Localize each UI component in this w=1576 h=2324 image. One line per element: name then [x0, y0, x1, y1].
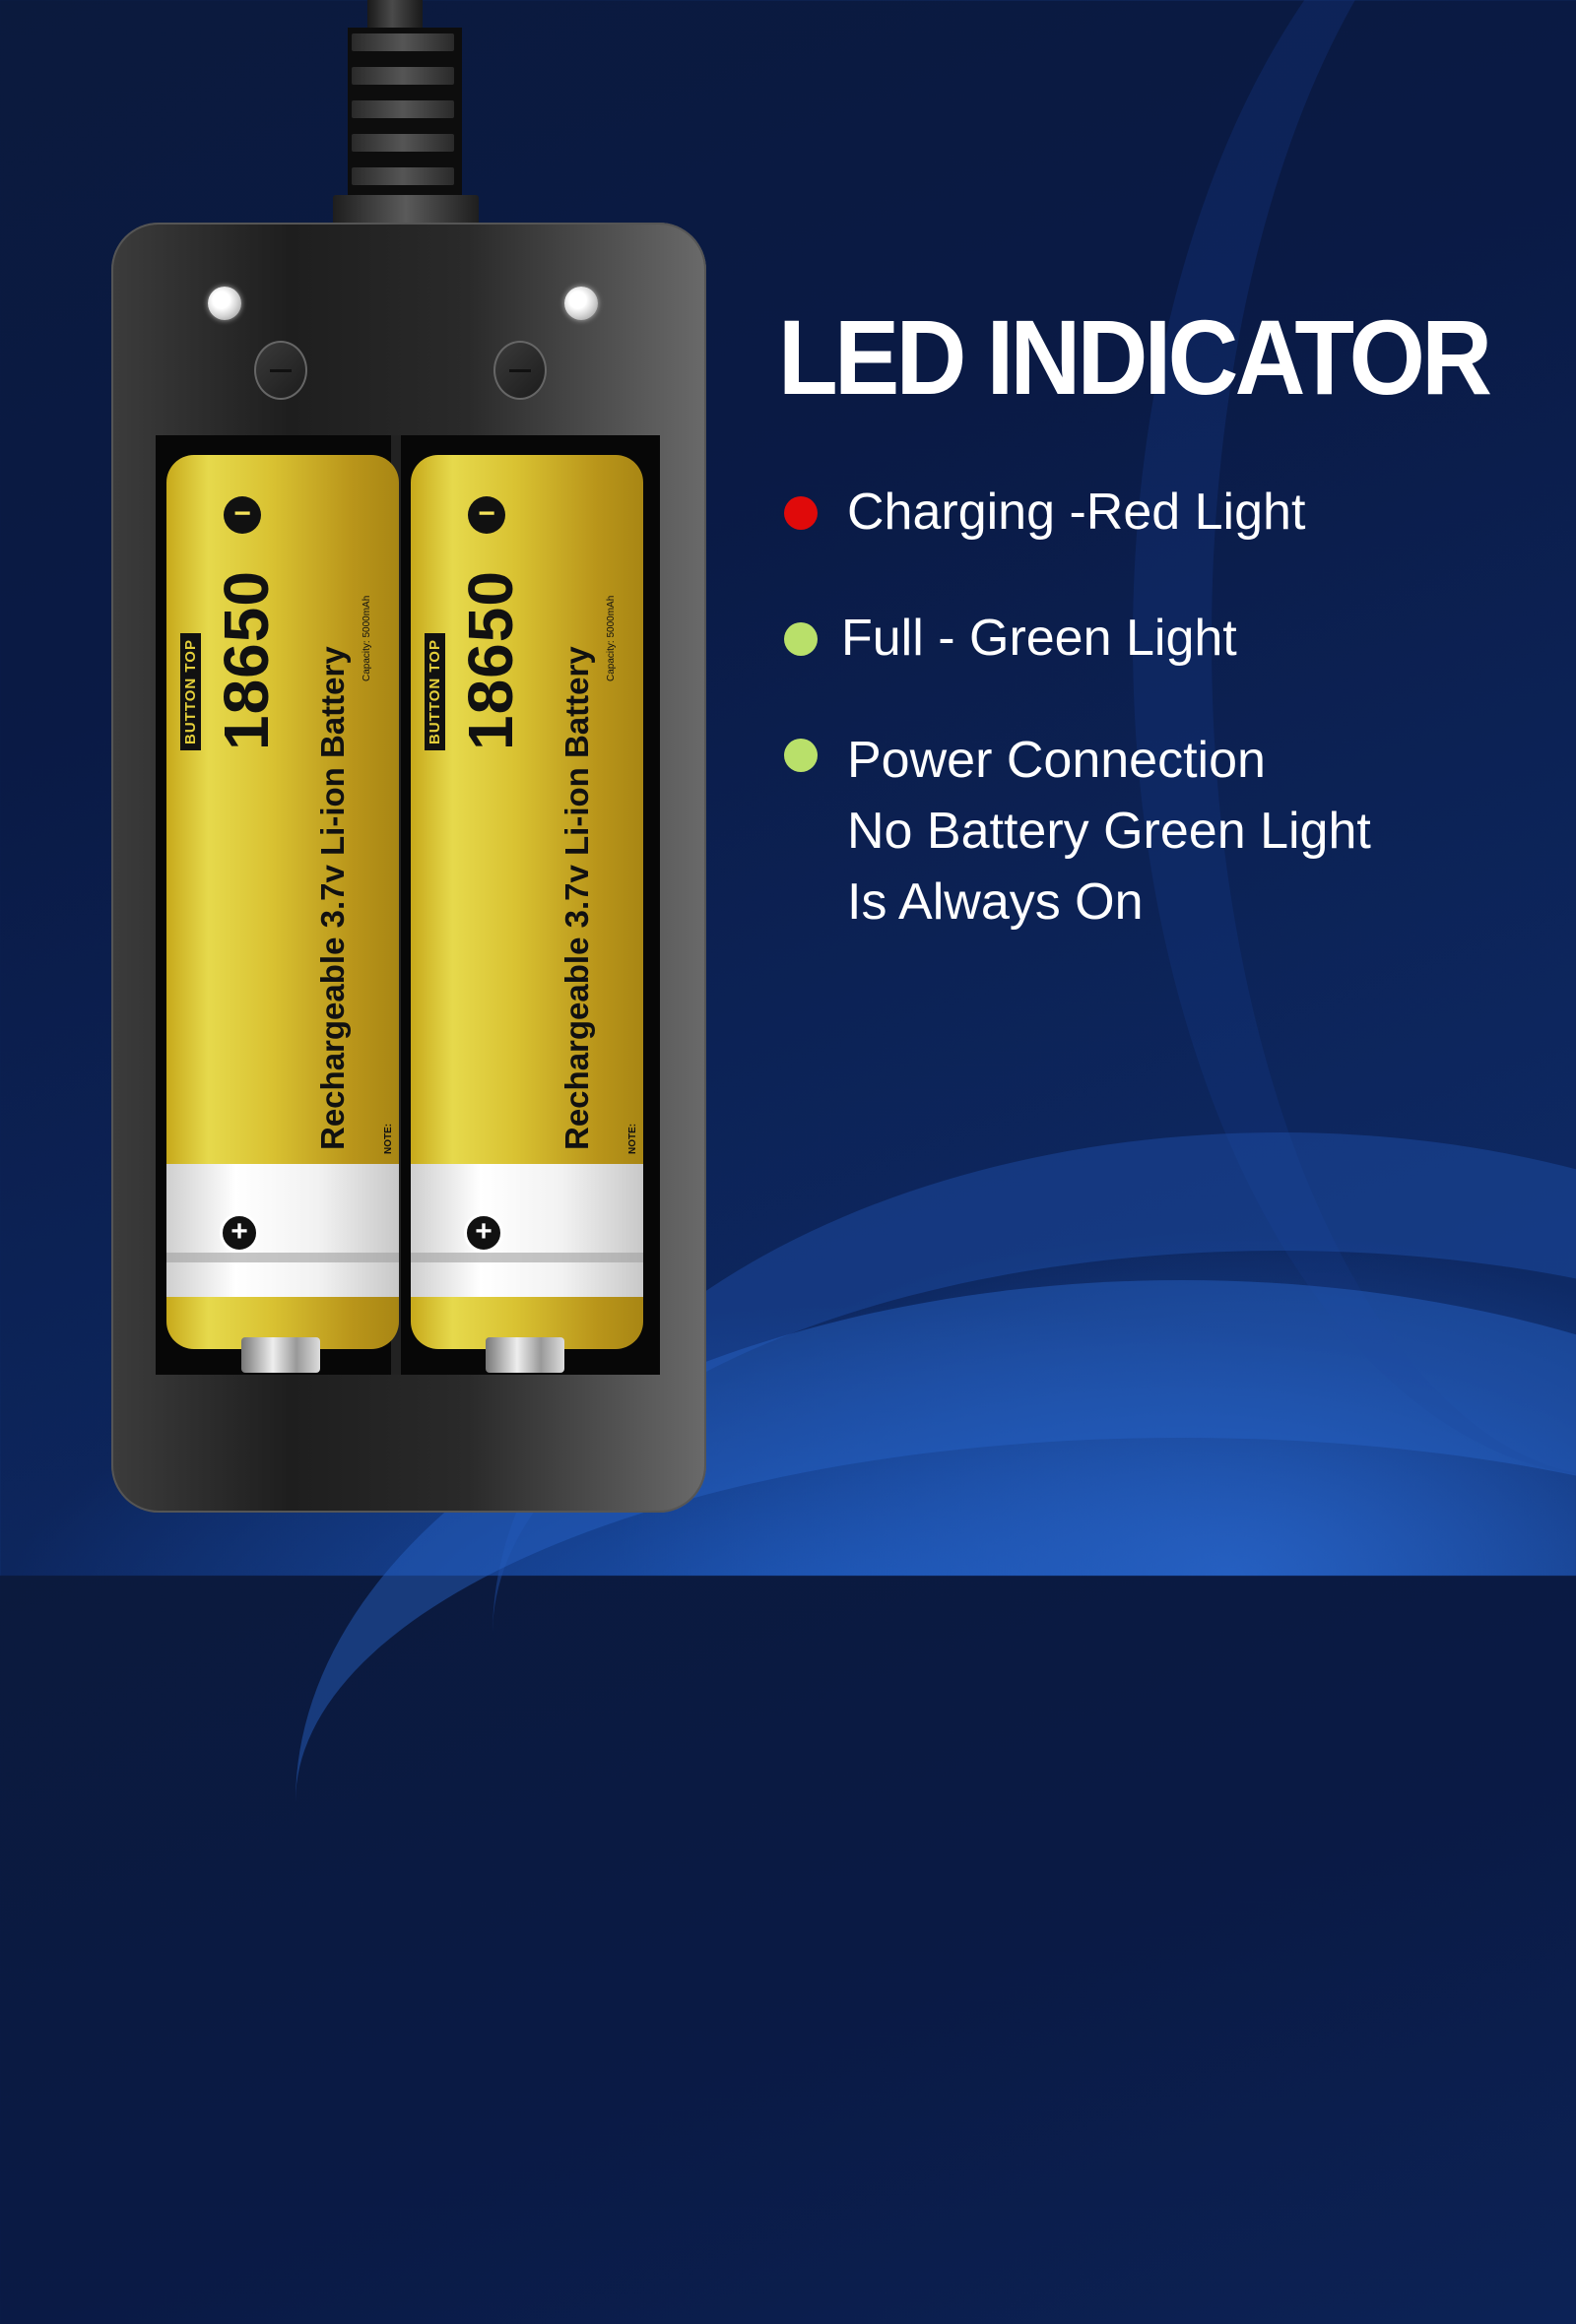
positive-contact	[241, 1337, 320, 1373]
battery-positive-band	[411, 1164, 643, 1297]
green-dot-icon	[784, 739, 818, 772]
battery-model: 18650	[455, 570, 526, 750]
negative-contact-left-icon	[254, 341, 307, 400]
led-indicator-right	[564, 287, 598, 320]
indicator-label: Charging -Red Light	[847, 484, 1306, 541]
battery-label: − BUTTON TOP 18650 Rechargeable 3.7v Li-…	[166, 455, 399, 1164]
positive-terminal-icon: +	[464, 1213, 503, 1253]
battery-note: NOTE:	[383, 1123, 394, 1154]
indicator-item-full: Full - Green Light	[784, 603, 1237, 674]
button-top-badge: BUTTON TOP	[425, 633, 445, 750]
battery-capacity: Capacity: 5000mAh	[361, 595, 372, 681]
red-dot-icon	[784, 496, 818, 530]
battery-description: Rechargeable 3.7v Li-ion Battery	[314, 646, 351, 1150]
positive-contact	[486, 1337, 564, 1373]
page-title: LED INDICATOR	[778, 297, 1492, 417]
indicator-line: No Battery Green Light	[847, 803, 1371, 860]
indicator-line: Power Connection	[847, 732, 1266, 789]
indicator-line: Is Always On	[847, 873, 1144, 931]
battery-positive-band	[166, 1164, 399, 1297]
negative-terminal-icon: −	[224, 496, 261, 534]
cable-strain-relief	[348, 28, 462, 195]
battery-note: NOTE:	[627, 1123, 638, 1154]
button-top-badge: BUTTON TOP	[180, 633, 201, 750]
power-cable	[367, 0, 423, 32]
cable-connector-base	[333, 195, 479, 225]
battery-slot-2: − BUTTON TOP 18650 Rechargeable 3.7v Li-…	[411, 455, 643, 1349]
positive-terminal-icon: +	[220, 1213, 259, 1253]
battery-capacity: Capacity: 5000mAh	[606, 595, 617, 681]
battery-charger: − BUTTON TOP 18650 Rechargeable 3.7v Li-…	[111, 223, 706, 1513]
indicator-label: Full - Green Light	[841, 610, 1237, 667]
battery-model: 18650	[211, 570, 282, 750]
battery-description: Rechargeable 3.7v Li-ion Battery	[558, 646, 595, 1150]
negative-terminal-icon: −	[468, 496, 505, 534]
led-indicator-left	[208, 287, 241, 320]
negative-contact-right-icon	[493, 341, 547, 400]
battery-label: − BUTTON TOP 18650 Rechargeable 3.7v Li-…	[411, 455, 643, 1164]
indicator-item-charging: Charging -Red Light	[784, 477, 1306, 548]
green-dot-icon	[784, 622, 818, 656]
indicator-item-power: Power Connection No Battery Green Light …	[784, 725, 1371, 937]
battery-slot-1: − BUTTON TOP 18650 Rechargeable 3.7v Li-…	[166, 455, 399, 1349]
